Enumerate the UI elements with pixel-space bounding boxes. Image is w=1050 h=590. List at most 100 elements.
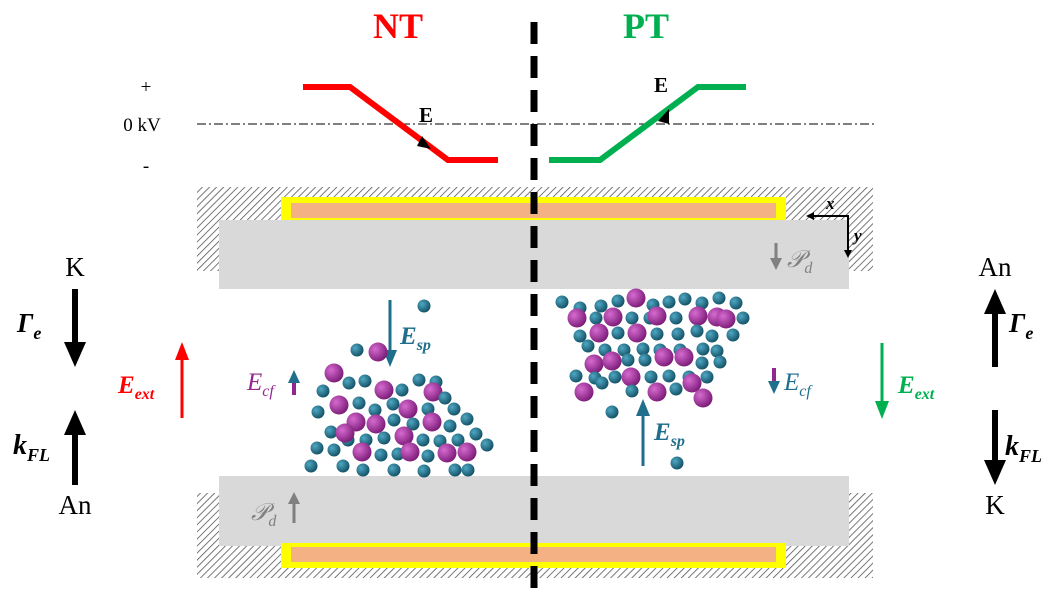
anion-particle xyxy=(400,442,420,462)
nt-field-label: E xyxy=(419,103,433,127)
left-eext-arrow xyxy=(175,342,189,418)
cation-particle xyxy=(406,417,420,431)
cation-particle xyxy=(448,463,462,477)
pt-ion-cloud xyxy=(555,288,750,470)
pt-header: PT xyxy=(623,6,669,46)
cation-particle xyxy=(416,433,430,447)
y-axis-label: y xyxy=(852,226,862,245)
cation-particle xyxy=(480,438,494,452)
cation-particle xyxy=(417,464,431,478)
right-kfl-label: kFL xyxy=(1005,431,1042,466)
cation-particle xyxy=(358,374,372,388)
anion-particle xyxy=(621,367,641,387)
anion-particle xyxy=(682,373,702,393)
cation-particle xyxy=(421,402,435,416)
cation-particle xyxy=(469,427,483,441)
cation-particle xyxy=(417,299,431,313)
cation-particle xyxy=(726,328,740,342)
right-ecf-arrow xyxy=(768,368,780,394)
cation-particle xyxy=(352,396,366,410)
cation-particle xyxy=(669,382,683,396)
anion-particle xyxy=(335,423,355,443)
right-kfl-arrow xyxy=(984,410,1006,485)
cation-particle xyxy=(625,384,639,398)
anion-particle xyxy=(627,323,647,343)
anion-particle xyxy=(567,308,587,328)
cation-particle xyxy=(678,292,692,306)
x-axis-label: x xyxy=(825,194,835,213)
cation-particle xyxy=(350,343,364,357)
top-polarization-arrow xyxy=(770,243,782,270)
cation-particle xyxy=(460,412,474,426)
anion-particle xyxy=(688,306,708,326)
anion-particle xyxy=(647,382,667,402)
cation-particle xyxy=(695,356,709,370)
voltage-plus-label: + xyxy=(141,77,152,98)
cation-particle xyxy=(700,370,714,384)
coordinate-axes xyxy=(806,212,852,258)
cation-particle xyxy=(713,355,727,369)
cation-particle xyxy=(356,463,370,477)
right-gamma-arrow xyxy=(984,289,1006,367)
cation-particle xyxy=(611,326,625,340)
pt-field-label: E xyxy=(654,73,668,97)
cation-particle xyxy=(636,342,650,356)
anion-particle xyxy=(398,399,418,419)
cation-particle xyxy=(594,299,608,313)
right-esp-arrow xyxy=(636,399,650,466)
cation-particle xyxy=(573,329,587,343)
right-ecf-label: Ecf xyxy=(783,369,813,400)
cation-particle xyxy=(310,441,324,455)
cation-particle xyxy=(710,344,724,358)
cation-particle xyxy=(690,324,704,338)
anion-particle xyxy=(602,351,622,371)
anion-particle xyxy=(647,306,667,326)
cation-particle xyxy=(638,353,652,367)
anion-particle xyxy=(716,309,736,329)
anion-particle xyxy=(654,347,674,367)
anion-particle xyxy=(394,426,414,446)
anion-particle xyxy=(422,412,442,432)
anion-particle xyxy=(366,414,386,434)
left-anode-label: An xyxy=(59,490,92,520)
nt-field-arrowhead xyxy=(417,136,431,149)
left-ecf-label: Ecf xyxy=(246,369,276,400)
cation-particle xyxy=(736,311,750,325)
cation-particle xyxy=(395,383,409,397)
left-ecf-arrow xyxy=(288,370,300,395)
cation-particle xyxy=(433,434,447,448)
cation-particle xyxy=(589,311,603,325)
nt-ion-cloud xyxy=(304,299,494,478)
cation-particle xyxy=(438,391,452,405)
cation-particle xyxy=(368,403,382,417)
nt-header: NT xyxy=(373,6,423,46)
anion-particle xyxy=(368,342,388,362)
left-kfl-label: kFL xyxy=(13,430,50,465)
nt-potential-profile xyxy=(303,84,498,163)
anion-particle xyxy=(589,323,609,343)
cation-particle xyxy=(311,405,325,419)
cation-particle xyxy=(611,294,625,308)
cation-particle xyxy=(386,397,400,411)
cation-particle xyxy=(621,353,635,367)
cation-particle xyxy=(670,456,684,470)
cation-particle xyxy=(443,419,457,433)
cation-particle xyxy=(451,433,465,447)
cation-particle xyxy=(412,373,426,387)
right-eext-arrow xyxy=(875,343,889,419)
left-esp-label: Esp xyxy=(399,323,431,354)
cation-particle xyxy=(377,431,391,445)
cation-particle xyxy=(555,295,569,309)
right-esp-label: Esp xyxy=(653,419,685,450)
cation-particle xyxy=(387,463,401,477)
cation-particle xyxy=(729,296,743,310)
anion-particle xyxy=(374,380,394,400)
cation-particle xyxy=(650,327,664,341)
cation-particle xyxy=(595,376,609,390)
pt-potential-profile xyxy=(549,84,746,163)
cation-particle xyxy=(342,376,356,390)
cation-particle xyxy=(696,342,710,356)
cation-particle xyxy=(387,413,401,427)
cation-particle xyxy=(644,370,658,384)
